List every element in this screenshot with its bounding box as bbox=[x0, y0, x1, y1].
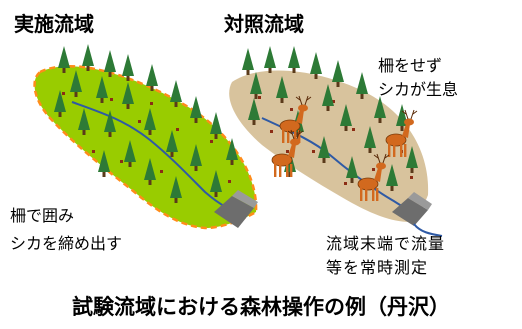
control-annotation-line-1: 柵をせず bbox=[378, 56, 443, 75]
tree bbox=[250, 72, 262, 99]
soil-mark bbox=[228, 180, 231, 183]
tree bbox=[98, 150, 110, 177]
control-annotation: 柵をせず シカが生息 bbox=[378, 54, 458, 102]
tree bbox=[406, 146, 418, 173]
deer-icon bbox=[271, 129, 304, 177]
soil-mark bbox=[160, 170, 163, 173]
outlet-note: 流域末端で流量 等を常時測定 bbox=[326, 232, 445, 280]
tree bbox=[264, 46, 276, 73]
trees-fenced bbox=[54, 44, 238, 203]
outlet-note-line-1: 流域末端で流量 bbox=[326, 234, 446, 253]
tree bbox=[78, 108, 90, 135]
tree bbox=[122, 82, 134, 109]
tree bbox=[332, 60, 344, 87]
tree bbox=[356, 72, 368, 99]
tree bbox=[96, 76, 108, 103]
tree bbox=[144, 158, 156, 185]
tree bbox=[146, 64, 158, 91]
gauge-station-control bbox=[392, 192, 443, 237]
soil-mark bbox=[210, 140, 213, 143]
outlet-note-line-2: 等を常時測定 bbox=[326, 258, 429, 277]
soil-mark bbox=[138, 120, 141, 123]
tree bbox=[226, 138, 238, 165]
tree bbox=[386, 164, 398, 191]
soil-mark bbox=[352, 128, 355, 131]
tree bbox=[364, 126, 376, 153]
soil-mark bbox=[410, 176, 413, 179]
tree bbox=[310, 52, 322, 79]
tree bbox=[54, 90, 66, 117]
gauge-station-fenced bbox=[214, 190, 258, 228]
control-annotation-line-2: シカが生息 bbox=[378, 80, 459, 99]
figure-caption: 試験流域における森林操作の例（丹沢） bbox=[72, 295, 450, 319]
tree bbox=[190, 144, 202, 171]
tree bbox=[58, 46, 70, 73]
deer-group bbox=[271, 95, 418, 201]
soil-mark bbox=[344, 182, 347, 185]
tree bbox=[170, 80, 182, 107]
soil-mark bbox=[62, 92, 65, 95]
tree bbox=[340, 104, 352, 131]
tree bbox=[124, 140, 136, 167]
tree bbox=[190, 96, 202, 123]
tree bbox=[144, 108, 156, 135]
tree bbox=[322, 84, 334, 111]
tree bbox=[170, 176, 182, 203]
deer-icon bbox=[385, 109, 418, 157]
tree bbox=[346, 156, 358, 183]
fenced-annotation-line-2: シカを締め出す bbox=[10, 234, 123, 253]
fenced-annotation: 柵で囲み シカを締め出す bbox=[10, 204, 122, 256]
tree bbox=[104, 110, 116, 137]
tree bbox=[70, 70, 82, 97]
fenced-watershed-title: 実施流域 bbox=[14, 12, 94, 36]
tree bbox=[288, 46, 300, 73]
tree bbox=[242, 48, 254, 75]
tree bbox=[318, 136, 330, 163]
deer-icon bbox=[279, 95, 312, 143]
tree bbox=[210, 112, 222, 139]
deer-icon bbox=[357, 153, 390, 201]
tree bbox=[122, 54, 134, 81]
tree bbox=[248, 98, 260, 125]
tree bbox=[374, 96, 386, 123]
tree bbox=[166, 130, 178, 157]
fenced-annotation-line-1: 柵で囲み bbox=[10, 206, 75, 225]
tree bbox=[276, 76, 288, 103]
control-watershed-title: 対照流域 bbox=[224, 12, 304, 36]
tree bbox=[210, 170, 222, 197]
soil-mark bbox=[312, 150, 315, 153]
soil-mark bbox=[150, 102, 153, 105]
soil-mark bbox=[258, 96, 261, 99]
soil-mark bbox=[176, 128, 179, 131]
soil-mark bbox=[120, 160, 123, 163]
soil-mark bbox=[286, 150, 289, 153]
soil-mark bbox=[290, 108, 293, 111]
tree bbox=[82, 44, 94, 71]
tree bbox=[104, 50, 116, 77]
soil-mark bbox=[332, 100, 335, 103]
soil-mark bbox=[110, 98, 113, 101]
soil-mark bbox=[270, 130, 273, 133]
soil-mark bbox=[92, 150, 95, 153]
soil-mark bbox=[372, 168, 375, 171]
